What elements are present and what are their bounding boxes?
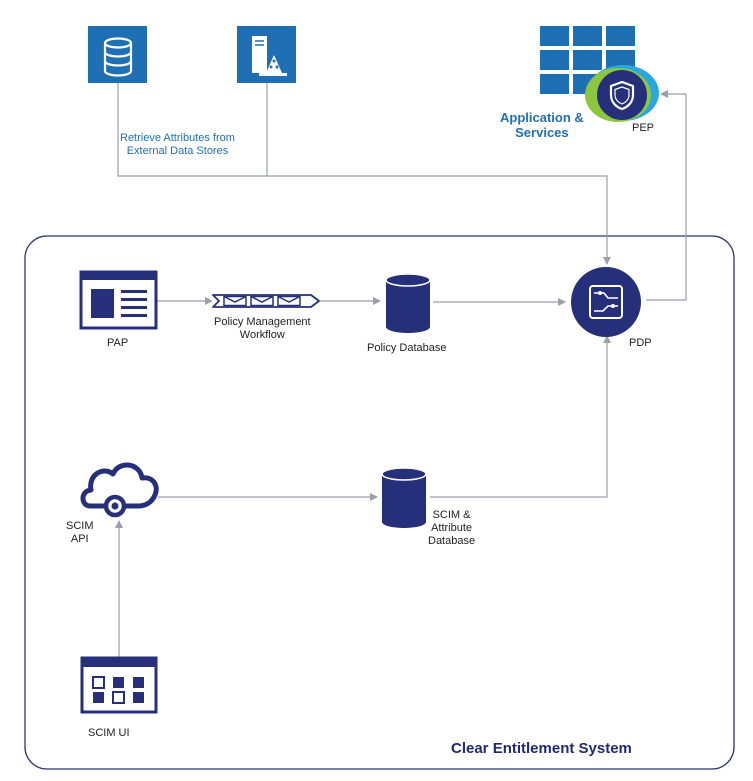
retrieve-attributes-label: Retrieve Attributes from External Data S… <box>120 132 235 157</box>
workflow-arrow-icon <box>212 294 320 308</box>
policy-database-label: Policy Database <box>367 342 447 354</box>
grid-window-icon <box>80 656 158 714</box>
connector-pdp-to-pep <box>646 90 687 301</box>
database-icon <box>88 26 147 83</box>
connector-scim-db-to-pdp <box>430 335 611 498</box>
pep-label: PEP <box>632 122 655 134</box>
connectors <box>115 83 687 658</box>
workflow-label: Policy Management Workflow <box>214 316 311 341</box>
circuit-control-icon <box>571 267 641 337</box>
scim-attribute-database-label: SCIM & Attribute Database <box>428 509 476 547</box>
cloud-api-icon <box>80 462 159 518</box>
pdp-label: PDP <box>629 337 652 349</box>
shield-icon <box>585 65 659 122</box>
scim-ui-label: SCIM UI <box>88 727 130 739</box>
system-boundary <box>24 235 735 770</box>
cylinder-database-icon <box>381 467 427 528</box>
application-services-label: Application & Services <box>500 110 584 140</box>
scim-api-label: SCIM API <box>66 520 94 545</box>
server-network-icon <box>237 26 296 83</box>
system-title: Clear Entitlement System <box>451 740 632 757</box>
cylinder-database-icon <box>385 273 431 333</box>
form-window-icon <box>79 270 158 330</box>
connector-external-db-to-pdp <box>117 83 611 265</box>
pap-label: PAP <box>107 337 129 349</box>
